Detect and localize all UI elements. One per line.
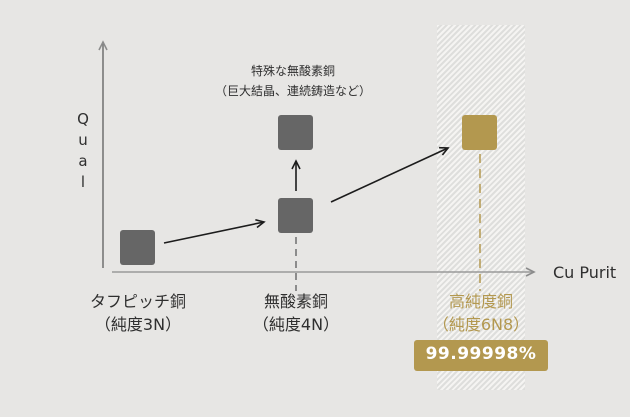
tough-pitch-copper-marker: [120, 230, 155, 265]
item-name: タフピッチ銅: [89, 292, 186, 311]
label-tough-pitch-copper: タフピッチ銅 （純度3N）: [60, 290, 216, 336]
item-purity: （純度4N）: [252, 315, 340, 335]
label-high-purity-copper: 高純度銅 （純度6N8） 99.99998%: [403, 290, 559, 372]
item-purity: （純度6N8）: [432, 315, 530, 335]
item-name: 高純度銅: [448, 292, 513, 311]
high-purity-highlight-band: [437, 25, 525, 390]
special-ofc-annotation: 特殊な無酸素銅 （巨大結晶、連続鋳造など）: [178, 62, 408, 102]
special-oxygen-free-copper-marker: [278, 115, 313, 150]
oxygen-free-copper-marker: [278, 198, 313, 233]
annotation-line1: 特殊な無酸素銅: [250, 64, 335, 78]
item-purity: （純度3N）: [94, 315, 182, 335]
purity-value-badge: 99.99998%: [413, 340, 549, 372]
high-purity-copper-marker: [462, 115, 497, 150]
arrow-tough-to-ofc: [163, 218, 266, 244]
item-name: 無酸素銅: [263, 292, 328, 311]
label-oxygen-free-copper: 無酸素銅 （純度4N）: [218, 290, 374, 336]
arrow-ofc-to-high-purity: [330, 146, 450, 203]
y-axis-label: Qual: [74, 110, 92, 194]
annotation-line2: （巨大結晶、連続鋳造など）: [214, 83, 371, 98]
x-axis-label: Cu Purit: [553, 263, 617, 282]
